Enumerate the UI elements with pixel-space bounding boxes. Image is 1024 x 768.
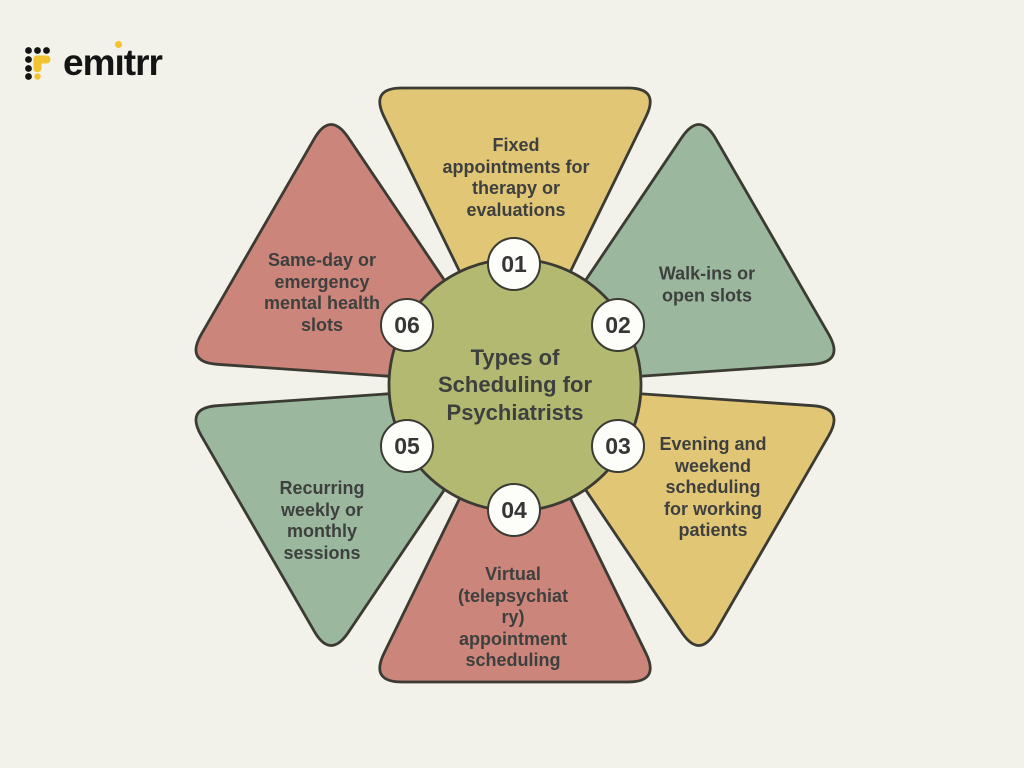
segment-02-badge: 02 bbox=[591, 298, 645, 352]
segment-04-badge: 04 bbox=[487, 483, 541, 537]
logo-letter-i: ı bbox=[114, 41, 125, 83]
segment-03-badge: 03 bbox=[591, 419, 645, 473]
logo-i-dot-icon bbox=[115, 41, 123, 48]
segment-06-badge: 06 bbox=[380, 298, 434, 352]
segment-06-label: Same-day or emergency mental health slot… bbox=[263, 249, 381, 335]
logo-text-pre: em bbox=[63, 42, 115, 83]
segment-03-label: Evening and weekend scheduling for worki… bbox=[659, 434, 767, 541]
segment-04-label: Virtual (telepsychiat ry) appointment sc… bbox=[457, 564, 569, 671]
diagram-title: Types of Scheduling for Psychiatrists bbox=[438, 345, 592, 425]
segment-05-badge: 05 bbox=[380, 419, 434, 473]
logo-text-post: trr bbox=[123, 42, 163, 83]
segment-02-label: Walk-ins or open slots bbox=[658, 263, 756, 305]
segment-01-label: Fixed appointments for therapy or evalua… bbox=[442, 134, 590, 220]
segment-05-label: Recurring weekly or monthly sessions bbox=[279, 477, 365, 563]
segment-01-badge: 01 bbox=[487, 237, 541, 291]
emitrr-logo-icon bbox=[25, 47, 51, 80]
